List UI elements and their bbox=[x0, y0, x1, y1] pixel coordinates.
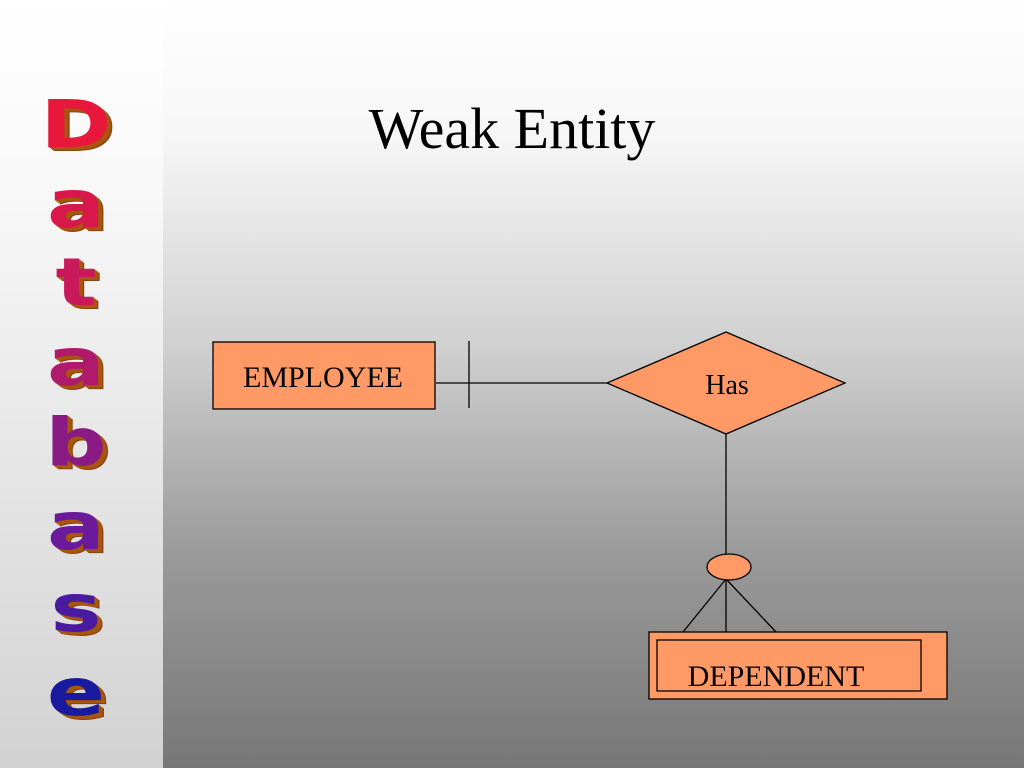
crowfoot-left-line bbox=[682, 578, 727, 633]
entity-dependent[interactable]: DEPENDENT bbox=[648, 631, 948, 700]
sidebar-panel: D a t a b a s e bbox=[0, 0, 163, 768]
entity-dependent-outer-box bbox=[648, 631, 948, 700]
entity-dependent-label: DEPENDENT bbox=[688, 660, 865, 693]
wordart-letter-5: b bbox=[45, 404, 107, 481]
optionality-circle bbox=[706, 553, 752, 581]
slide-title: Weak Entity bbox=[368, 96, 656, 161]
wordart-letter-8: e bbox=[46, 654, 106, 731]
wordart-letter-4: a bbox=[47, 324, 105, 401]
wordart-letter-7: s bbox=[50, 570, 102, 647]
wordart-letter-2: a bbox=[47, 166, 105, 243]
entity-employee[interactable]: EMPLOYEE bbox=[212, 341, 436, 410]
entity-dependent-inner-box bbox=[656, 639, 922, 692]
wordart-letter-6: a bbox=[47, 488, 105, 565]
crowfoot-right-line bbox=[725, 578, 777, 633]
entity-employee-label: EMPLOYEE bbox=[243, 361, 403, 394]
database-wordart: D a t a b a s e bbox=[0, 0, 163, 768]
entity-employee-box bbox=[212, 341, 436, 410]
relationship-has[interactable]: Has bbox=[605, 331, 847, 435]
wordart-letter-1: D bbox=[40, 86, 112, 163]
relationship-has-label: Has bbox=[705, 370, 749, 401]
wordart-letter-3: t bbox=[55, 244, 97, 321]
